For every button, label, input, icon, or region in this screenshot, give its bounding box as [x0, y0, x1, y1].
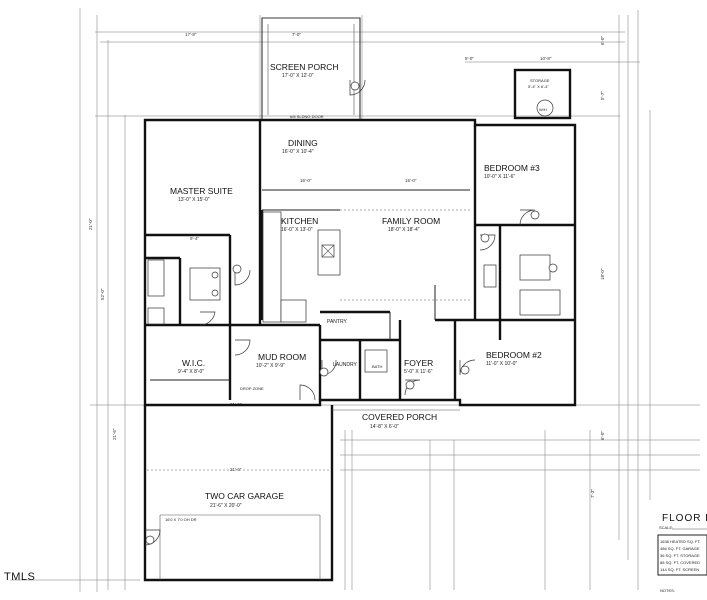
dim-top-left: 17'-8": [185, 32, 197, 37]
title-block: FLOOR P SCALE: 1638 HEATED SQ. FT. 486 S…: [657, 513, 707, 593]
storage-size: 5'-4" X 6'-4": [528, 84, 549, 89]
kitchen-counters: [262, 211, 341, 323]
bedroom-3-label: BEDROOM #3: [484, 163, 540, 173]
dim-left-1: 21'-0": [88, 218, 93, 230]
dim-top-b: 10'-8": [540, 56, 552, 61]
dining-label: DINING: [288, 138, 318, 148]
wic-size: 9'-4" X 8'-0": [178, 369, 204, 375]
dim-mid-1: 16'-0": [300, 178, 312, 183]
dim-top-a: 5'-0": [465, 56, 474, 61]
dim-right-2: 5'-7": [600, 91, 605, 100]
two-car-garage-size: 21'-6" X 20'-0": [210, 503, 242, 509]
room-labels: SCREEN PORCH 17'-0" X 12'-0" DINING 16'-…: [170, 62, 550, 509]
annotations: 6/8 SLDNG DOOR DROP ZONE BATH 16'0 X 7'0…: [145, 81, 547, 545]
sliding-door-label: 6/8 SLDNG DOOR: [290, 114, 324, 119]
laundry-label: LAUNDRY: [333, 362, 357, 368]
extension-lines: [10, 8, 700, 592]
two-car-garage-label: TWO CAR GARAGE: [205, 491, 284, 501]
master-suite-label: MASTER SUITE: [170, 186, 233, 196]
covered-porch-label: COVERED PORCH: [362, 412, 437, 422]
dim-left-3: 21'-6": [112, 428, 117, 440]
exterior-walls: [143, 17, 577, 582]
storage-label: STORAGE: [530, 78, 550, 83]
tmls-watermark: TMLS: [4, 571, 35, 583]
bath-fixtures: [147, 99, 561, 373]
drop-zone-label: DROP ZONE: [240, 386, 264, 391]
scale-label: SCALE:: [659, 525, 673, 530]
dim-right-4: 6'-0": [600, 431, 605, 440]
family-room-size: 18'-0" X 18'-4": [388, 227, 420, 233]
bedroom-3-size: 10'-0" X 11'-6": [484, 174, 515, 180]
wic-label: W.I.C.: [182, 358, 205, 368]
notes-label: NOTES:: [660, 588, 675, 593]
screen-porch-label: SCREEN PORCH: [270, 62, 338, 72]
summary-line-2: 486 SQ. FT. GARAGE: [660, 546, 700, 551]
summary-line-4: 88 SQ. FT. COVERED: [660, 560, 700, 565]
dim-right-3: 18'-0": [600, 268, 605, 280]
water-heater-label: W/H: [539, 107, 547, 112]
pantry-label: PANTRY: [327, 319, 347, 325]
dim-right-1: 6'-0": [600, 36, 605, 45]
interior-walls: [145, 120, 575, 400]
bedroom-2-size: 11'-0" X 10'-0": [486, 361, 517, 367]
mud-room-size: 10'-2" X 9'-9": [256, 363, 285, 369]
family-room-label: FAMILY ROOM: [382, 216, 440, 226]
floor-plan-title: FLOOR P: [662, 513, 707, 524]
dim-wic-w: 9'-4": [190, 236, 199, 241]
dim-left-2: 52'-0": [100, 288, 105, 300]
summary-line-1: 1638 HEATED SQ. FT.: [660, 539, 701, 544]
screen-porch-size: 17'-0" X 12'-0": [282, 73, 314, 79]
bath-label: BATH: [372, 364, 382, 369]
summary-line-5: 144 SQ. FT. SCREEN: [660, 567, 699, 572]
master-suite-size: 13'-0" X 15'-0": [178, 197, 210, 203]
dim-top-porch: 7'-0": [292, 32, 301, 37]
garage-door-label: 16'0 X 7'0 OH DR: [165, 517, 197, 522]
kitchen-label: KITCHEN: [281, 216, 318, 226]
foyer-label: FOYER: [404, 358, 433, 368]
dim-right-5: 7'-3": [590, 489, 595, 498]
dim-mid-2: 15'-0": [405, 178, 417, 183]
kitchen-size: 16'-0" X 13'-0": [281, 227, 313, 233]
foyer-size: 5'-0" X 11'-6": [404, 369, 433, 375]
mud-room-label: MUD ROOM: [258, 352, 306, 362]
dim-mid-3: 21'-6": [230, 467, 242, 472]
bedroom-2-label: BEDROOM #2: [486, 350, 542, 360]
covered-porch-size: 14'-8" X 6'-0": [370, 424, 399, 430]
summary-line-3: 36 SQ. FT. STORAGE: [660, 553, 700, 558]
dining-size: 16'-0" X 10'-4": [282, 149, 314, 155]
